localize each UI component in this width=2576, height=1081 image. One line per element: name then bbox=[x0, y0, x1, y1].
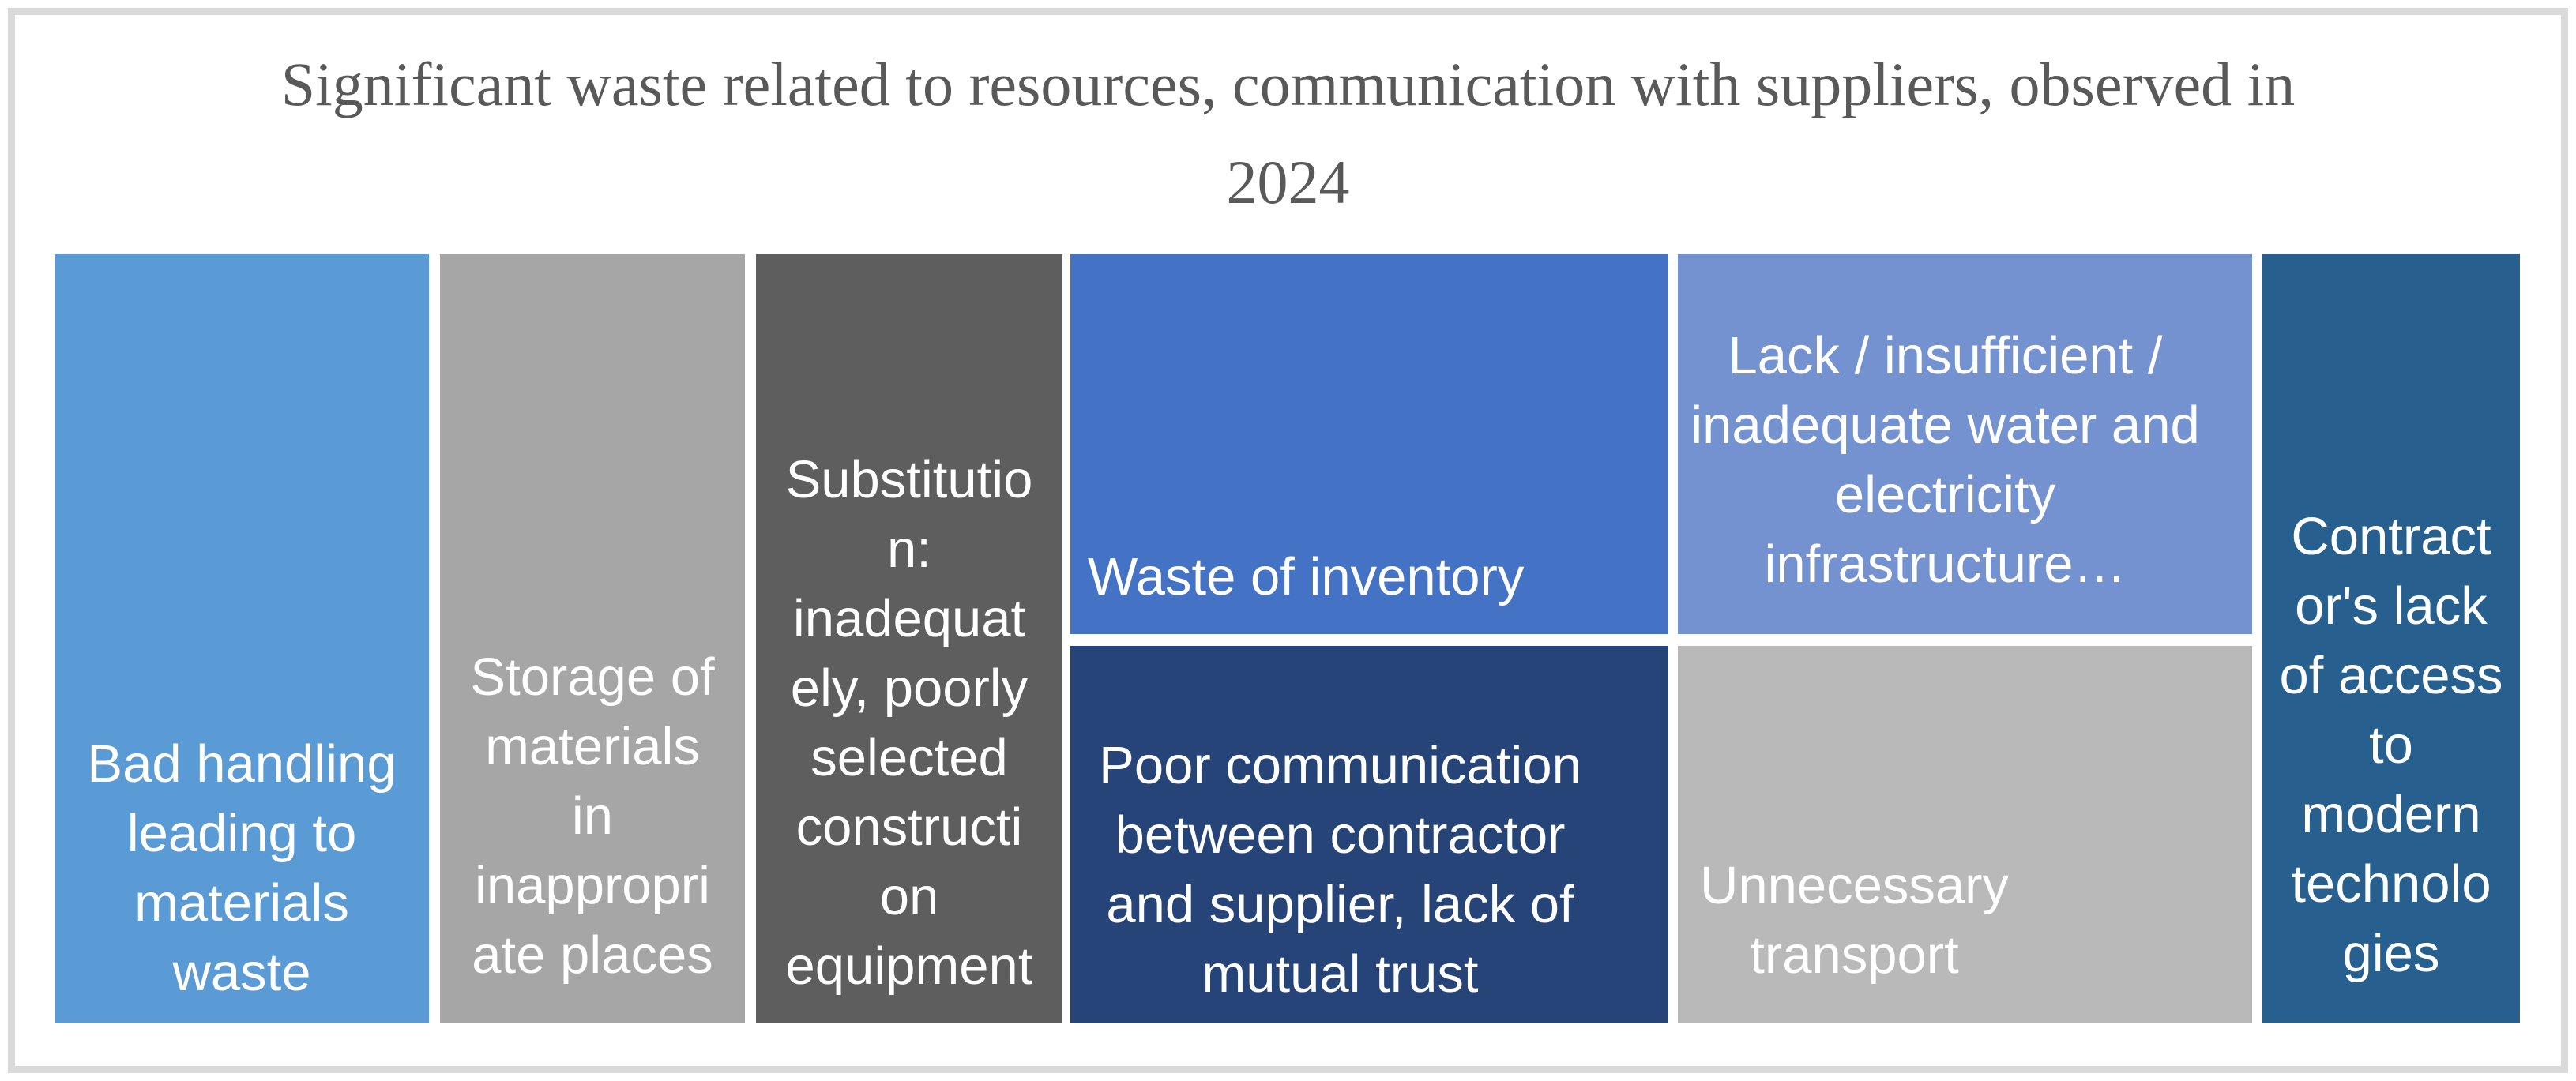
tile-label-waste-of-inventory: Waste of inventory bbox=[1088, 547, 1525, 606]
tile-label-infrastructure: Lack / insufficient / inadequate water a… bbox=[1690, 325, 2200, 594]
chart-title: Significant waste related to resources, … bbox=[280, 50, 2296, 216]
tile-label-storage: Storage of materials in inappropri ate p… bbox=[470, 647, 715, 985]
treemap-tile-infrastructure[interactable]: Lack / insufficient / inadequate water a… bbox=[1678, 254, 2252, 634]
treemap-tile-poor-communication[interactable]: Poor communication between contractor an… bbox=[1070, 646, 1668, 1023]
treemap-tile-technologies[interactable]: Contract or's lack of access to modern t… bbox=[2262, 254, 2520, 1023]
treemap-tile-substitution[interactable]: Substitutio n: inadequat ely, poorly sel… bbox=[756, 254, 1062, 1023]
treemap-tile-storage[interactable]: Storage of materials in inappropri ate p… bbox=[440, 254, 745, 1023]
tile-label-technologies: Contract or's lack of access to modern t… bbox=[2279, 507, 2503, 983]
tile-label-transport: Unnecessary transport bbox=[1699, 856, 2009, 985]
tile-label-bad-handling: Bad handling leading to materials waste bbox=[87, 734, 397, 1002]
treemap-tile-waste-of-inventory[interactable]: Waste of inventory bbox=[1070, 254, 1668, 634]
tile-label-substitution: Substitutio n: inadequat ely, poorly sel… bbox=[785, 450, 1033, 996]
treemap-tile-transport[interactable]: Unnecessary transport bbox=[1678, 646, 2252, 1023]
tile-label-poor-communication: Poor communication between contractor an… bbox=[1099, 736, 1581, 1004]
treemap-tile-bad-handling[interactable]: Bad handling leading to materials waste bbox=[55, 254, 429, 1023]
